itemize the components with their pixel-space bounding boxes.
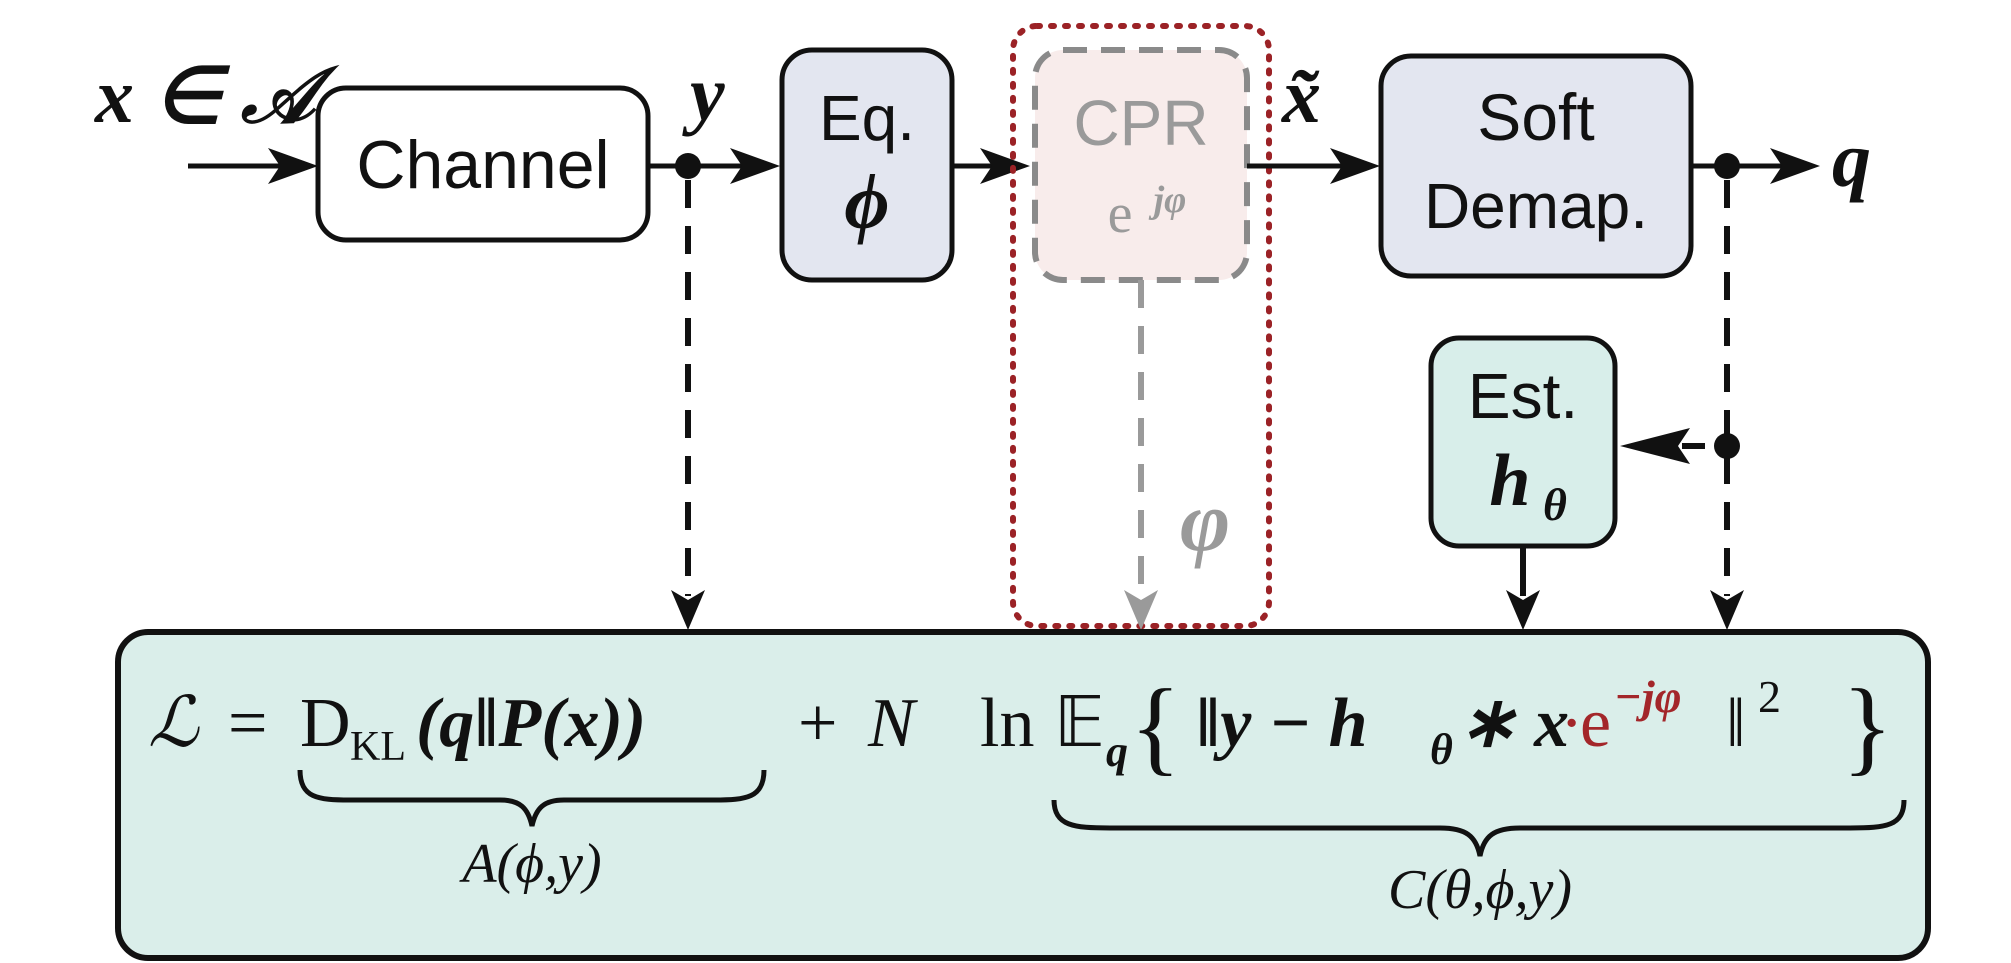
estimator-h: h [1489,440,1530,522]
dkl-arguments: (q‖P(x)) [416,685,646,762]
eq-input-arrowhead [730,148,780,184]
cpr-block [1032,47,1250,283]
cpr-exp-base: e [1108,183,1133,245]
demapper-label-line1: Soft [1477,80,1594,154]
exp-dot: · [1560,685,1583,762]
square-exponent: 2 [1758,671,1781,722]
varphi-label: φ [1180,473,1230,569]
loss-equation: ℒ = D KL (q‖P(x)) + N ln 𝔼 q { ‖y − h θ … [148,668,1893,785]
h-theta-subscript: θ [1430,725,1453,774]
y-feed-arrowhead [671,590,705,630]
underbrace-A [297,769,767,827]
norm-body: ‖y − h [1196,685,1368,762]
dkl-symbol: D [300,685,351,762]
equalizer-label: Eq. [819,82,915,154]
cpr-input-arrowhead [980,148,1030,184]
q-output-arrowhead [1770,148,1820,184]
estimator-output-arrowhead [1506,590,1540,630]
loss-N: N [867,685,918,762]
estimator-tap-dot [1714,433,1740,459]
exp-superscript: −jφ [1614,671,1682,722]
A-term-label: A(ϕ,y) [458,833,601,895]
estimator-theta-sub: θ [1543,479,1567,530]
input-signal-label: x ∈ 𝒜 [94,52,340,139]
open-brace: { [1130,668,1181,785]
input-arrowhead [268,148,318,184]
loss-plus: + [798,685,837,762]
expectation-subscript: q [1106,727,1128,776]
demapper-label-line2: Demap. [1424,170,1648,242]
C-term-label: C(θ,ϕ,y) [1388,859,1572,921]
convolution-x: ∗ x [1458,685,1569,762]
norm-close: ‖ [1726,685,1746,762]
underbrace-C [1051,799,1907,857]
estimator-label: Est. [1468,360,1578,432]
loss-ln: ln [980,685,1034,762]
q-feed-arrowhead [1710,590,1744,630]
y-signal-label: y [682,50,725,137]
y-tap-dot [675,153,701,179]
estimator-input-arrowhead [1620,428,1690,464]
dkl-subscript: KL [350,724,406,770]
demap-input-arrowhead [1330,148,1380,184]
loss-box [115,629,1931,961]
x-tilde-signal-label: x̃ [1281,52,1321,139]
loss-symbol: ℒ [148,685,200,762]
exp-base: e [1580,685,1611,762]
channel-label: Channel [356,127,609,203]
cpr-label: CPR [1073,87,1208,159]
expectation-symbol: 𝔼 [1054,685,1105,762]
equalizer-phi: ϕ [844,158,889,245]
close-brace: } [1842,668,1893,785]
q-signal-label: q [1832,116,1871,203]
varphi-feed-arrowhead [1124,590,1158,630]
cpr-exp-sup: jφ [1149,179,1187,221]
q-tap-dot [1714,153,1740,179]
loss-equals: = [228,685,267,762]
